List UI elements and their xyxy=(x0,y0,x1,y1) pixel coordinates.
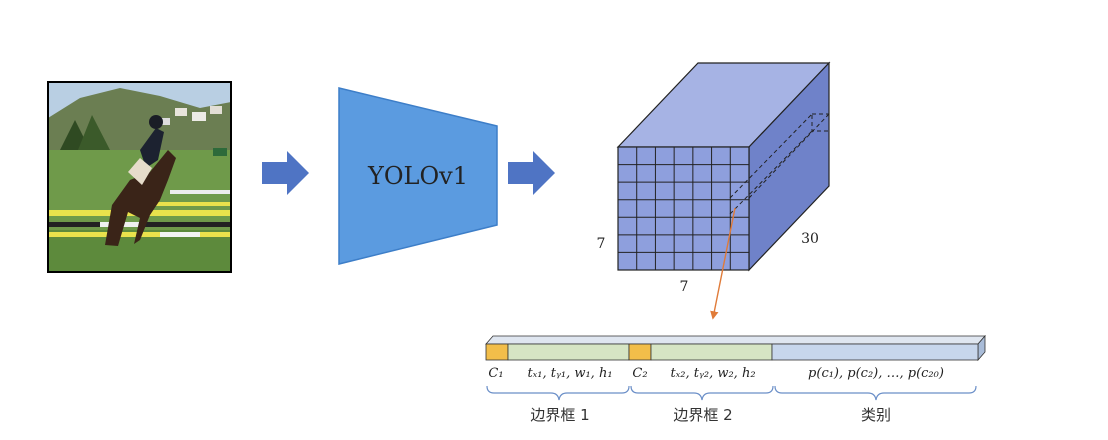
box1-coords-cell xyxy=(507,343,630,361)
tensor-height-label: 7 xyxy=(597,236,606,252)
cell-depth-prism xyxy=(729,113,830,215)
tensor-grid xyxy=(618,147,749,270)
tensor-depth-label: 30 xyxy=(801,231,819,247)
tensor-width-label: 7 xyxy=(680,279,689,295)
box1-group-label: 边界框 1 xyxy=(530,406,589,424)
output-vector xyxy=(485,334,986,362)
tensor-front-face xyxy=(617,146,750,271)
class-probabilities-label: p(c₁), p(c₂), …, p(c₂₀) xyxy=(808,366,944,381)
box2-brace xyxy=(630,385,774,401)
box1-brace xyxy=(486,385,630,401)
box2-coords-cell xyxy=(650,343,773,361)
box1-confidence-label: C₁ xyxy=(488,366,503,381)
box1-coords-label: tₓ₁, tᵧ₁, w₁, h₁ xyxy=(527,366,612,381)
classes-brace xyxy=(774,385,977,401)
box2-group-label: 边界框 2 xyxy=(673,406,732,424)
classes-group-label: 类别 xyxy=(861,406,891,424)
output-tensor: 7 7 30 xyxy=(597,61,831,295)
yolov1-network: YOLOv1 xyxy=(338,87,498,265)
box2-coords-label: tₓ₂, tᵧ₂, w₂, h₂ xyxy=(670,366,755,381)
network-label: YOLOv1 xyxy=(367,162,468,190)
class-probabilities-cell xyxy=(771,343,979,361)
input-photo xyxy=(47,81,232,273)
cell-pointer-arrow xyxy=(710,207,736,320)
box2-confidence-label: C₂ xyxy=(632,366,647,381)
flow-arrow-2 xyxy=(508,151,555,195)
box1-confidence-cell xyxy=(485,343,509,361)
flow-arrow-1 xyxy=(262,151,309,195)
box2-confidence-cell xyxy=(628,343,652,361)
